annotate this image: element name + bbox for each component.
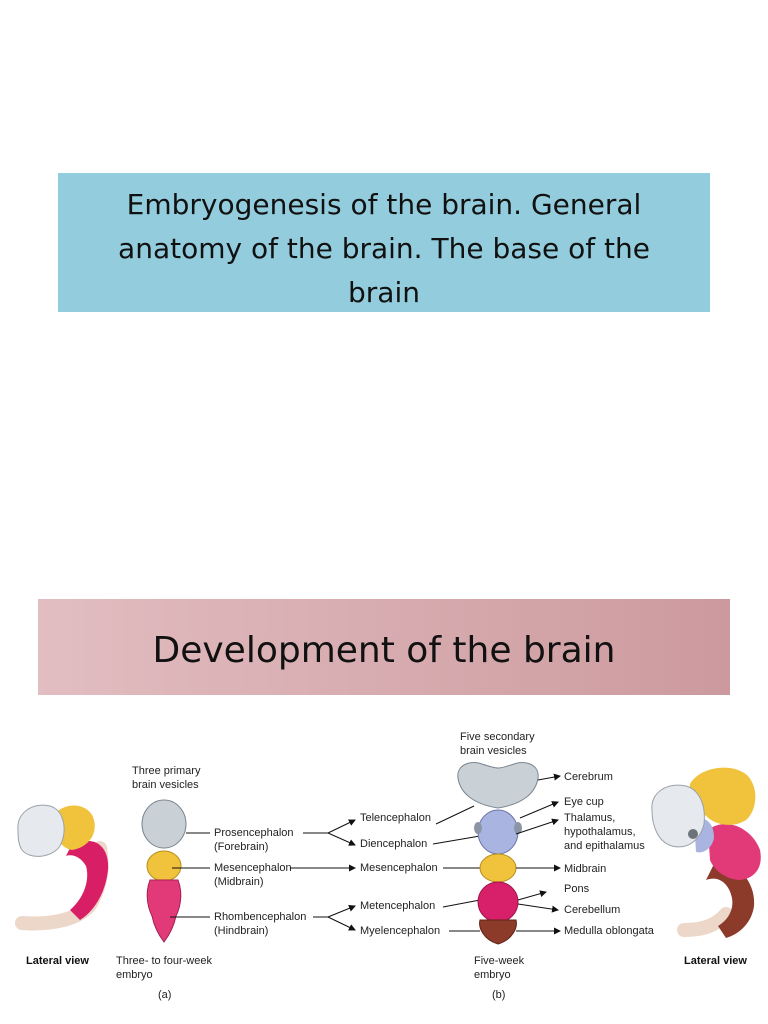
adult-label-pons: Pons <box>564 883 590 895</box>
slide1-title-line: anatomy of the brain. The base of the <box>118 232 650 265</box>
secondary-label-metencephalon: Metencephalon <box>360 900 435 912</box>
secondary-leader-lines <box>432 805 481 932</box>
adult-label-thalamus: Thalamus, <box>564 812 615 824</box>
slide1-title: Embryogenesis of the brain. General anat… <box>58 173 710 312</box>
caption-a-line: Three- to four-week <box>116 955 212 967</box>
adult-structure-arrows <box>515 773 561 935</box>
adult-label-cerebrum: Cerebrum <box>564 771 613 783</box>
adult-label-epithalamus: and epithalamus <box>564 840 645 852</box>
primary-to-secondary-arrows <box>290 819 356 931</box>
primary-heading: Three primary <box>132 765 201 777</box>
secondary-heading: brain vesicles <box>460 745 527 757</box>
caption-b-line: embryo <box>474 969 511 981</box>
primary-heading: brain vesicles <box>132 779 199 791</box>
secondary-vesicle-tube <box>457 762 539 945</box>
slide2-title: Development of the brain <box>152 630 616 671</box>
primary-label-mesencephalon: Mesencephalon <box>214 862 292 874</box>
adult-label-cerebellum: Cerebellum <box>564 904 620 916</box>
panel-a-label: (a) <box>158 989 171 1001</box>
secondary-label-diencephalon: Diencephalon <box>360 838 427 850</box>
caption-b-line: Five-week <box>474 955 525 967</box>
primary-vesicle-tube <box>141 799 187 943</box>
slide1-title-line: brain <box>348 276 420 309</box>
primary-label-midbrain: (Midbrain) <box>214 876 264 888</box>
caption-a-line: embryo <box>116 969 153 981</box>
primary-label-prosencephalon: Prosencephalon <box>214 827 294 839</box>
slide1-title-line: Embryogenesis of the brain. General <box>126 188 642 221</box>
adult-label-hypothalamus: hypothalamus, <box>564 826 636 838</box>
lateral-view-right-label: Lateral view <box>684 955 747 967</box>
left-lateral-embryo <box>15 804 109 931</box>
adult-label-medulla: Medulla oblongata <box>564 925 655 937</box>
primary-label-hindbrain: (Hindbrain) <box>214 925 268 937</box>
secondary-heading: Five secondary <box>460 731 535 743</box>
lateral-view-left-label: Lateral view <box>26 955 89 967</box>
secondary-label-mesencephalon: Mesencephalon <box>360 862 438 874</box>
brain-development-diagram: Lateral view Three primary brain vesicle… <box>15 731 761 1001</box>
right-lateral-embryo <box>651 767 761 938</box>
adult-label-eye-cup: Eye cup <box>564 796 604 808</box>
primary-label-rhombencephalon: Rhombencephalon <box>214 911 306 923</box>
secondary-label-telencephalon: Telencephalon <box>360 812 431 824</box>
primary-label-forebrain: (Forebrain) <box>214 841 268 853</box>
slide2-title-banner: Development of the brain <box>38 599 730 695</box>
panel-b-label: (b) <box>492 989 505 1001</box>
secondary-label-myelencephalon: Myelencephalon <box>360 925 440 937</box>
adult-label-midbrain: Midbrain <box>564 863 606 875</box>
